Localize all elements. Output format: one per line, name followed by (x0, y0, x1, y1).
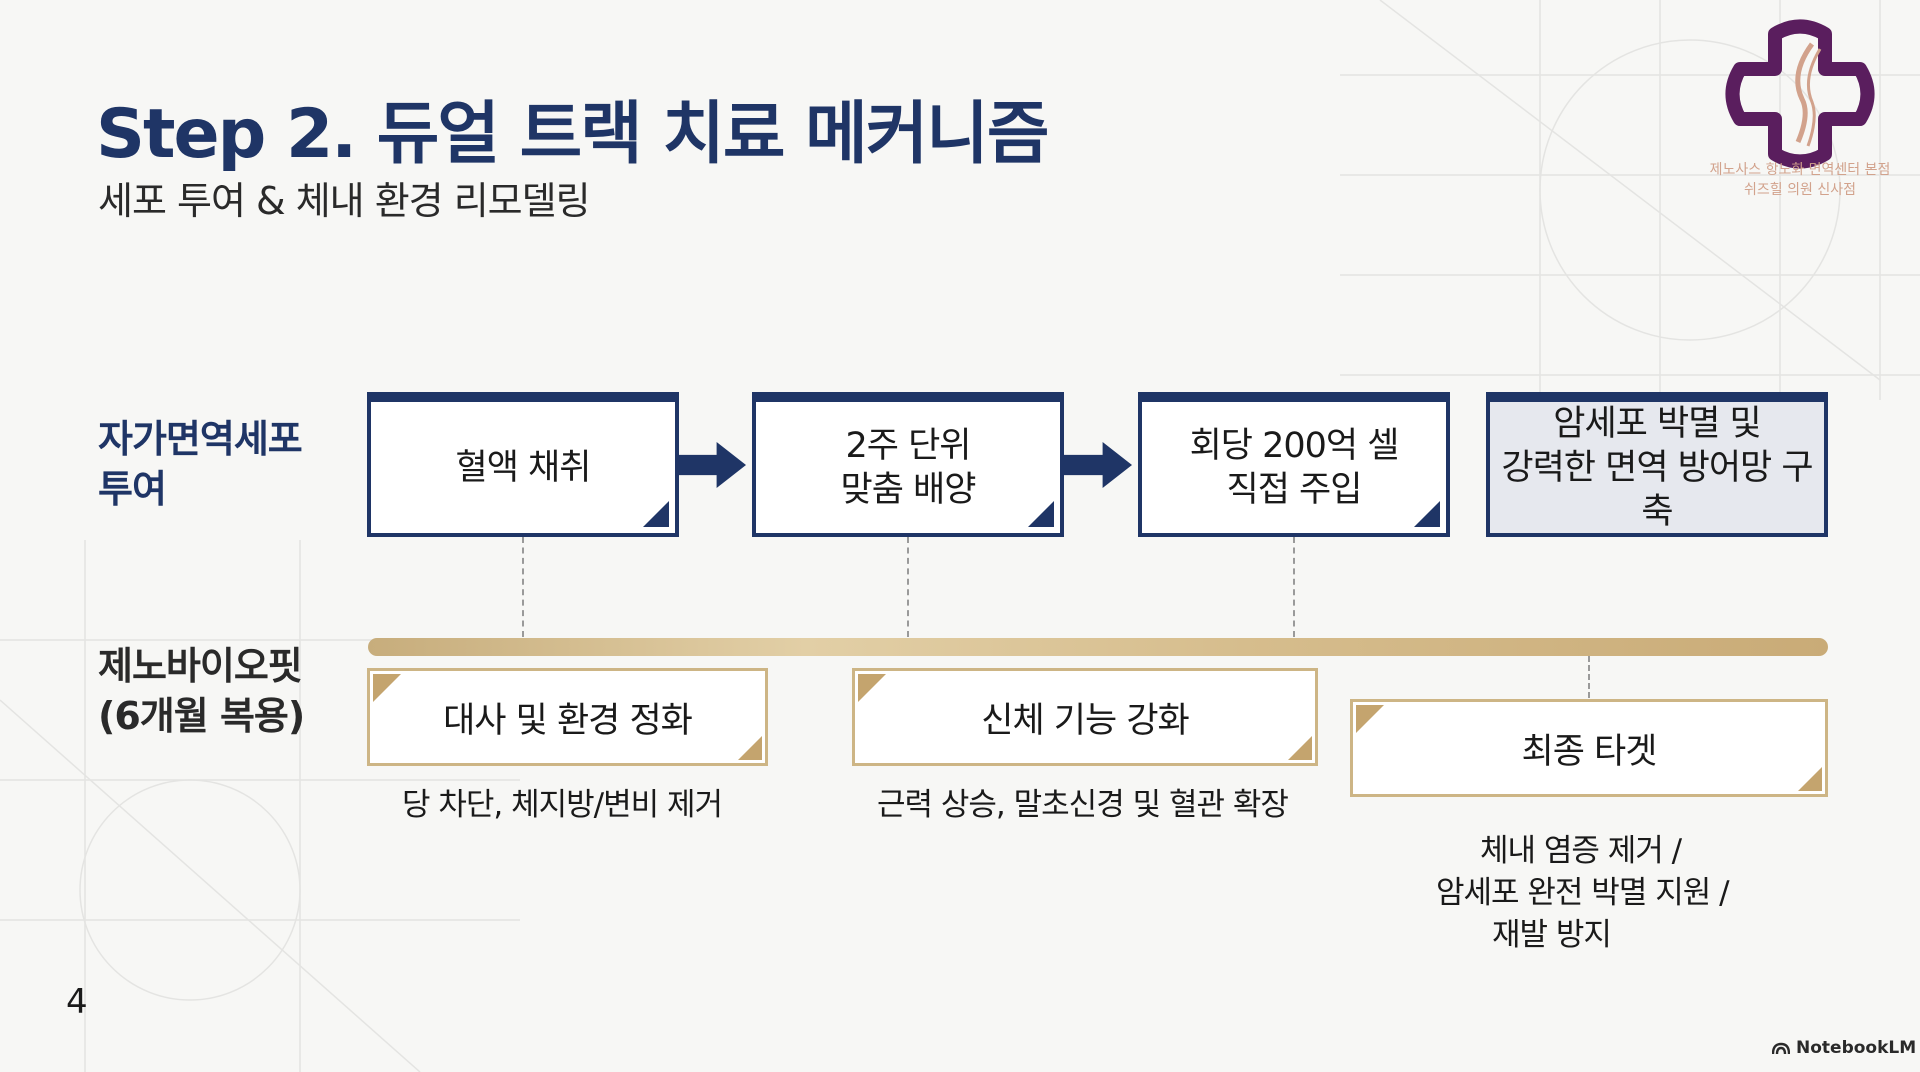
corner-triangle (643, 501, 669, 527)
stage-title: 대사 및 환경 정화 (443, 700, 693, 741)
track1-label: 자가면역세포 투여 (98, 414, 303, 514)
step-line1: 암세포 박멸 및 (1553, 403, 1761, 444)
track2-stage-final: 최종 타겟 (1350, 699, 1828, 797)
cross-face-logo-icon (1725, 19, 1875, 169)
page-number: 4 (66, 982, 88, 1022)
track2-label: 제노바이오핏 (6개월 복용) (98, 641, 305, 741)
desc-line1: 체내 염증 제거 / (1480, 833, 1682, 869)
step-line2: 맞춤 배양 (840, 469, 977, 510)
corner-triangle (858, 674, 886, 702)
logo-caption-line2: 쉬즈힐 의원 신사점 (1744, 182, 1856, 198)
track2-stage-1: 대사 및 환경 정화 (367, 668, 768, 766)
track1-step-3: 회당 200억 셀 직접 주입 (1138, 392, 1450, 537)
dashed-connector (522, 537, 524, 637)
stage-final-description: 체내 염증 제거 / 암세포 완전 박멸 지원 / 재발 방지 (1436, 830, 1730, 956)
track2-label-line2: (6개월 복용) (98, 694, 305, 738)
dashed-connector (1293, 537, 1295, 637)
stage-1-description: 당 차단, 체지방/변비 제거 (402, 787, 723, 823)
brand-badge: NotebookLM (1772, 1038, 1916, 1058)
track1-step-1: 혈액 채취 (367, 392, 679, 537)
notebooklm-icon (1772, 1042, 1790, 1055)
timeline-bar (368, 638, 1828, 656)
track1-label-line2: 투여 (98, 467, 167, 511)
track2-label-line1: 제노바이오핏 (98, 644, 303, 688)
step-line2: 직접 주입 (1226, 469, 1363, 510)
step-line1: 혈액 채취 (455, 447, 592, 488)
corner-triangle (1288, 736, 1312, 760)
step-line1: 2주 단위 (845, 425, 972, 466)
corner-triangle (1414, 501, 1440, 527)
corner-triangle (1028, 501, 1054, 527)
desc-line3: 재발 방지 (1492, 917, 1612, 953)
stage-title: 신체 기능 강화 (981, 700, 1189, 741)
track1-label-line1: 자가면역세포 (98, 417, 303, 461)
corner-triangle (373, 674, 401, 702)
dashed-connector (907, 537, 909, 637)
dashed-connector (1588, 656, 1590, 698)
logo-caption: 제노사스 항노화 면역센터 본점 쉬즈힐 의원 신사점 (1680, 160, 1920, 200)
step-line1: 회당 200억 셀 (1189, 425, 1400, 466)
page-title: Step 2. 듀얼 트랙 치료 메커니즘 (96, 95, 1049, 174)
step-line2: 강력한 면역 방어망 구축 (1501, 447, 1813, 532)
stage-2-description: 근력 상승, 말초신경 및 혈관 확장 (877, 787, 1289, 823)
corner-triangle (1798, 767, 1822, 791)
track2-stage-2: 신체 기능 강화 (852, 668, 1318, 766)
corner-triangle (1356, 705, 1384, 733)
stage-title: 최종 타겟 (1521, 731, 1658, 772)
track1-step-final: 암세포 박멸 및 강력한 면역 방어망 구축 (1486, 392, 1828, 537)
track1-step-2: 2주 단위 맞춤 배양 (752, 392, 1064, 537)
page-subtitle: 세포 투여 & 체내 환경 리모델링 (98, 179, 591, 223)
brand-label: NotebookLM (1796, 1038, 1917, 1058)
corner-triangle (738, 736, 762, 760)
logo-caption-line1: 제노사스 항노화 면역센터 본점 (1709, 162, 1891, 178)
desc-line2: 암세포 완전 박멸 지원 / (1436, 875, 1730, 911)
